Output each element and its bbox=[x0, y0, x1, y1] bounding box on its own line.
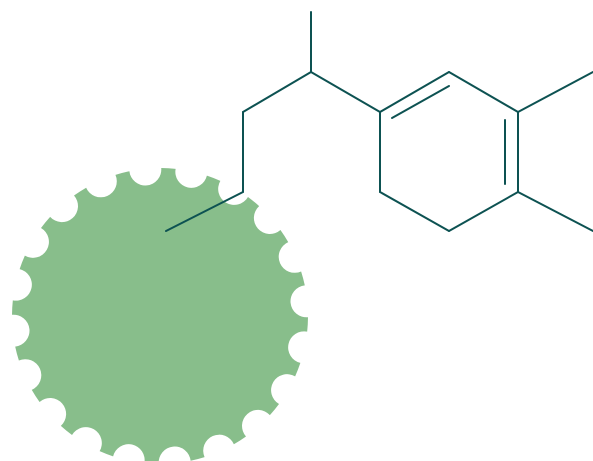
bond-line bbox=[391, 85, 450, 119]
bond-line bbox=[517, 191, 593, 232]
bond-line bbox=[448, 71, 519, 113]
molecule-bonds bbox=[165, 11, 593, 232]
bond-line bbox=[242, 71, 312, 113]
bond-line bbox=[379, 191, 450, 232]
scalloped-seal-icon bbox=[12, 168, 308, 461]
bond-line bbox=[448, 191, 519, 232]
bond-line bbox=[165, 191, 244, 232]
bond-line bbox=[379, 71, 450, 113]
bond-line bbox=[517, 71, 593, 113]
bond-line bbox=[310, 71, 381, 113]
